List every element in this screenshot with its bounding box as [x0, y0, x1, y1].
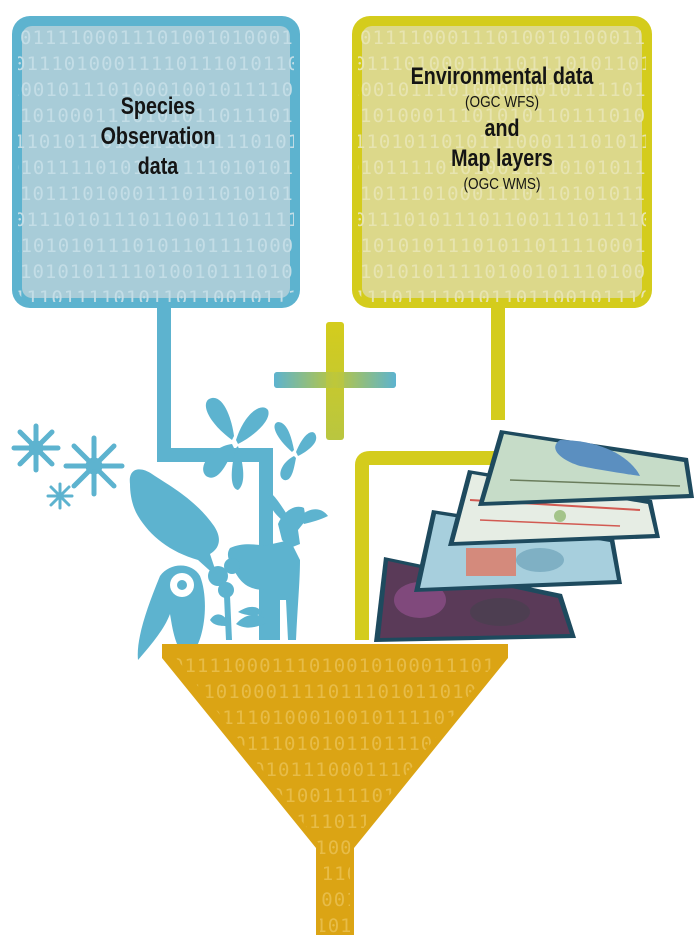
binary-row: 011101011101100111011110101101: [14, 209, 387, 231]
binary-row: 110101011101011011110001110100: [348, 235, 698, 257]
binary-row: 011110001110100101000111010101: [172, 655, 545, 677]
moose-icon: [227, 494, 328, 640]
binary-row: 111011110101101100101110100010: [14, 287, 387, 309]
binary-row: 100101110100010010111101010011: [160, 707, 533, 729]
binary-row: 100101110100010010111101010011: [8, 79, 381, 101]
binary-row: 100101110100010010111101010011: [348, 79, 698, 101]
fish-icon: [129, 469, 219, 578]
binary-row: 110101101011100011101011101100: [14, 131, 387, 153]
binary-pattern: 011110001110100101000111010101 0111010001…: [348, 27, 698, 309]
binary-row: 010111101010011110101011101011: [160, 785, 533, 807]
binary-row: 110101011101011011110001110100: [160, 863, 533, 885]
binary-row: 101010111101001011101000111101: [360, 261, 698, 283]
data-funnel: 011110001110100101000111010101 0111010001…: [160, 644, 545, 935]
binary-row: 110101101011100011101011101100: [166, 759, 539, 781]
binary-row: 011101000111101110101101011100: [166, 681, 539, 703]
env-title: Environmental data: [410, 63, 594, 90]
species-data-label: Species Observation data: [60, 92, 256, 182]
binary-row: 111011110101101100101110100010: [354, 287, 698, 309]
env-protocol-wms: (OGC WMS): [463, 176, 541, 193]
binary-row: 110101011101011011110001110100: [8, 235, 381, 257]
plus-icon: [274, 322, 396, 440]
plant-icon: [208, 558, 268, 640]
binary-pattern: 011110001110100101000111010101 0111010001…: [8, 27, 393, 309]
species-title-line1: Species: [120, 93, 196, 120]
binary-row: 101110100011101101010111101001: [172, 811, 545, 833]
species-data-box: 011110001110100101000111010101 0111010001…: [8, 16, 393, 309]
microorganism-icon: [11, 423, 125, 510]
env-and: and: [484, 115, 520, 142]
environment-connector: [355, 300, 505, 640]
species-title-line3: data: [137, 153, 179, 180]
map-layers-stack: [374, 430, 694, 642]
environment-data-box: 011110001110100101000111010101 0111010001…: [348, 16, 698, 309]
binary-row: 010111101010011110101011101011: [348, 157, 698, 179]
binary-row: 101000111010101101110100011101: [20, 105, 393, 127]
map-layer: [478, 430, 694, 506]
butterfly-icon: [274, 422, 317, 481]
butterfly-icon: [203, 397, 269, 490]
species-title-line2: Observation: [100, 123, 216, 150]
binary-row: 011101011101100111011110101101: [354, 209, 698, 231]
binary-row: 101110100011101101010111101001: [20, 183, 393, 205]
env-protocol-wfs: (OGC WFS): [464, 94, 540, 111]
owl-icon: [137, 565, 205, 660]
env-map-layers: Map layers: [451, 145, 553, 172]
binary-row: 011110001110100101000111010101: [360, 27, 698, 49]
binary-row: 011101000111101110101101011100: [14, 53, 387, 75]
environment-data-label: Environmental data (OGC WFS) and Map lay…: [372, 62, 632, 196]
binary-row: 011101000111101110101101011100: [354, 53, 698, 75]
binary-row: 101000111010101101110100011101: [172, 733, 545, 755]
binary-row: 110101101011100011101011101100: [354, 131, 698, 153]
binary-row: 101000111010101101110100011101: [360, 105, 698, 127]
binary-row: 101010111101001011101000111101: [20, 261, 393, 283]
binary-row: 011110001110100101000111010101: [20, 27, 393, 49]
binary-row: 101010111101001011101000111101: [172, 889, 545, 911]
binary-row: 010111101010011110101011101011: [8, 157, 381, 179]
binary-row: 101110100011101101010111101001: [360, 183, 698, 205]
